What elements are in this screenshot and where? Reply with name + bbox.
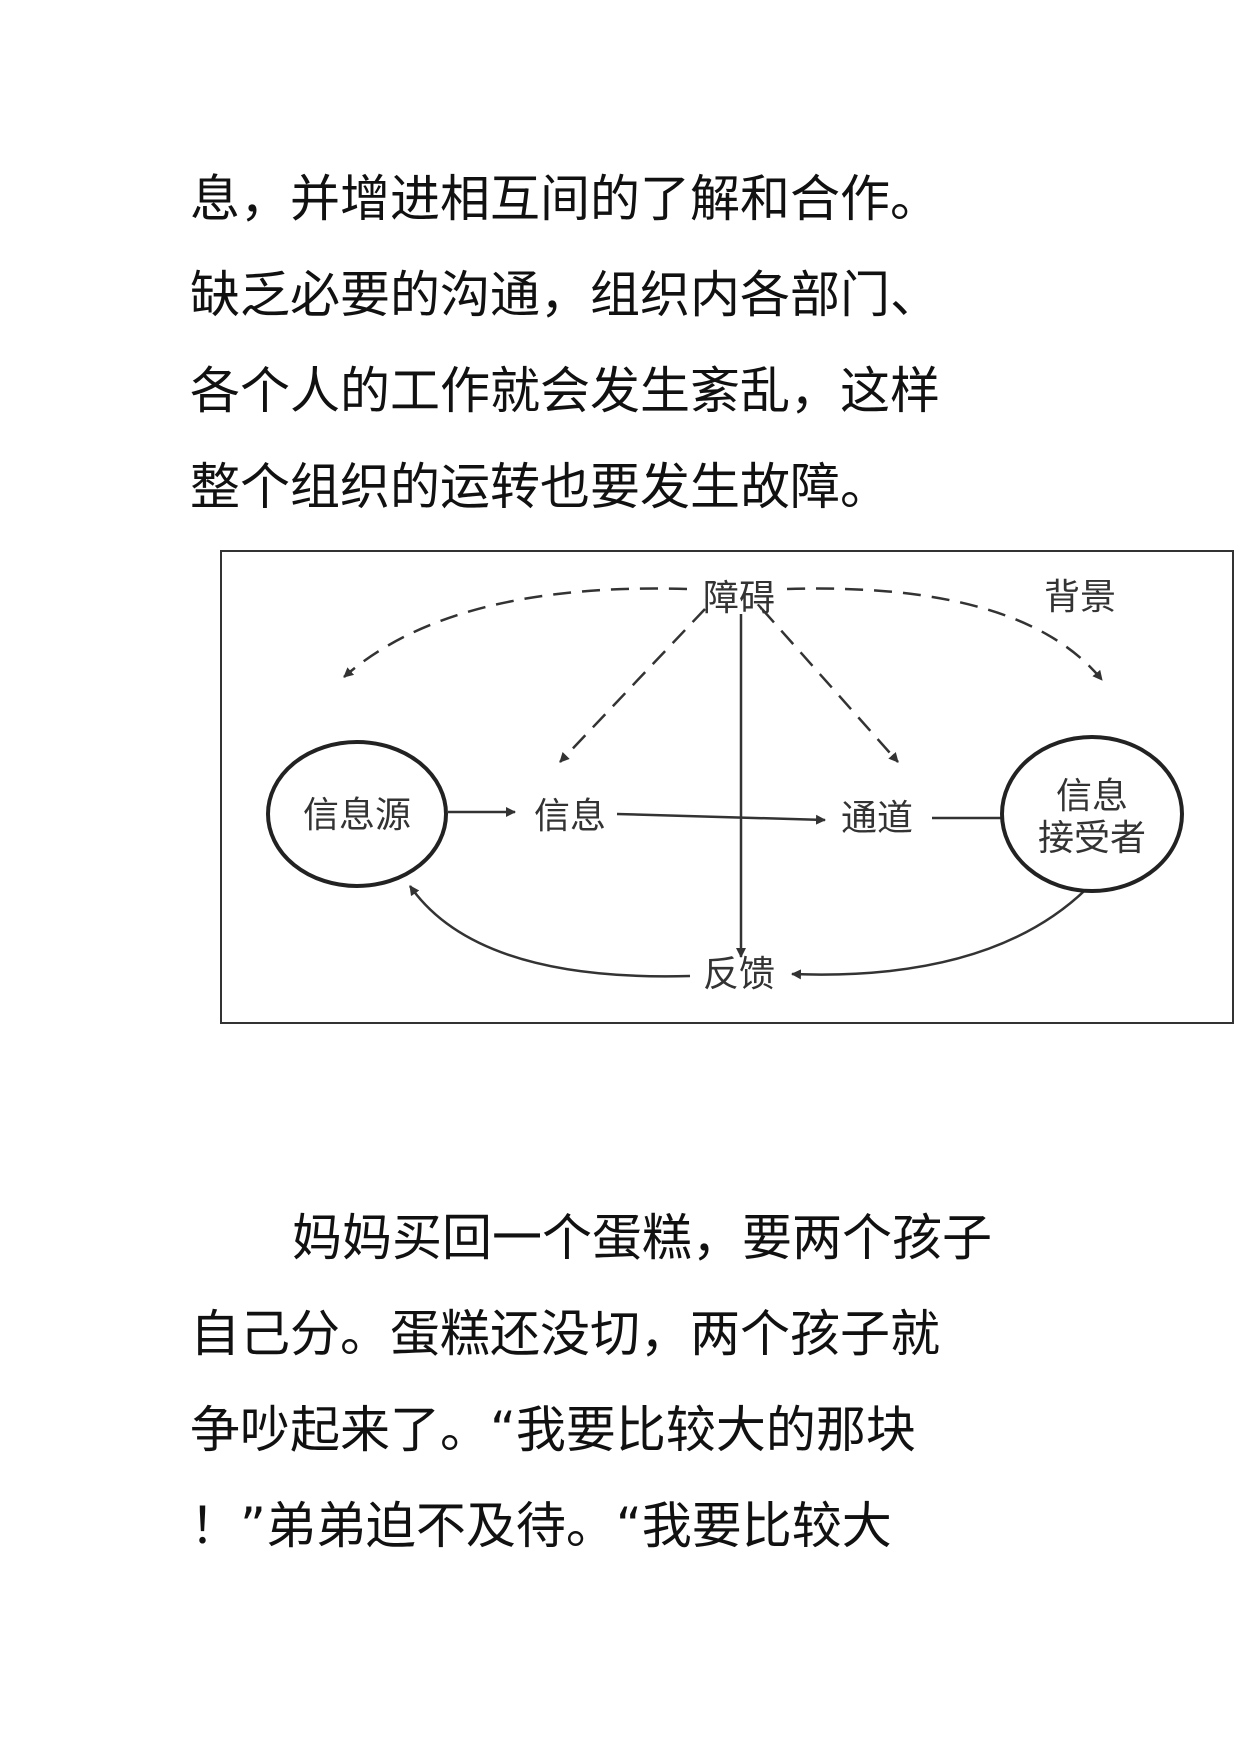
barrier-to-source-arrow bbox=[343, 587, 688, 678]
barrier-label: 障碍 bbox=[703, 578, 775, 619]
barrier-to-receiver-arrow bbox=[786, 587, 1103, 681]
paragraph-1: 息，并增进相互间的了解和合作。 缺乏必要的沟通，组织内各部门、 各个人的工作就会… bbox=[190, 151, 1070, 535]
paragraph-2-line: 自己分。蛋糕还没切，两个孩子就 bbox=[190, 1305, 940, 1363]
receiver-to-feedback-arrow bbox=[791, 877, 1098, 980]
source-node bbox=[266, 740, 448, 888]
paragraph-1-line: 缺乏必要的沟通，组织内各部门、 bbox=[190, 266, 940, 324]
paragraph-2-line: ！”弟弟迫不及待。“我要比较大 bbox=[190, 1497, 892, 1555]
paragraph-2: 妈妈买回一个蛋糕，要两个孩子 自己分。蛋糕还没切，两个孩子就 争吵起来了。“我要… bbox=[190, 1190, 1070, 1574]
barrier-to-channel-arrow bbox=[761, 608, 899, 763]
source-label: 信息源 bbox=[303, 795, 411, 836]
message-label: 信息 bbox=[534, 796, 606, 837]
paragraph-1-line: 整个组织的运转也要发生故障。 bbox=[190, 458, 890, 516]
message-to-channel-arrow bbox=[616, 812, 826, 825]
channel-label: 通道 bbox=[841, 798, 913, 839]
receiver-label-line2: 接受者 bbox=[1038, 818, 1146, 859]
receiver-label-line1: 信息 bbox=[1056, 776, 1128, 817]
communication-diagram: 背景 障碍 信息源 信息 通道 信息 接受者 反馈 bbox=[220, 550, 1234, 1024]
paragraph-2-line: 争吵起来了。“我要比较大的那块 bbox=[190, 1401, 916, 1459]
receiver-node bbox=[1000, 735, 1184, 893]
feedback-to-source-arrow bbox=[408, 885, 691, 978]
barrier-to-message-arrow bbox=[559, 608, 706, 763]
feedback-label: 反馈 bbox=[703, 954, 775, 995]
paragraph-1-line: 各个人的工作就会发生紊乱，这样 bbox=[190, 362, 940, 420]
background-label: 背景 bbox=[1044, 577, 1116, 618]
diagram-canvas: 背景 障碍 信息源 信息 通道 信息 接受者 反馈 bbox=[266, 577, 1184, 995]
paragraph-2-line: 妈妈买回一个蛋糕，要两个孩子 bbox=[292, 1209, 992, 1267]
paragraph-1-line: 息，并增进相互间的了解和合作。 bbox=[190, 170, 940, 228]
